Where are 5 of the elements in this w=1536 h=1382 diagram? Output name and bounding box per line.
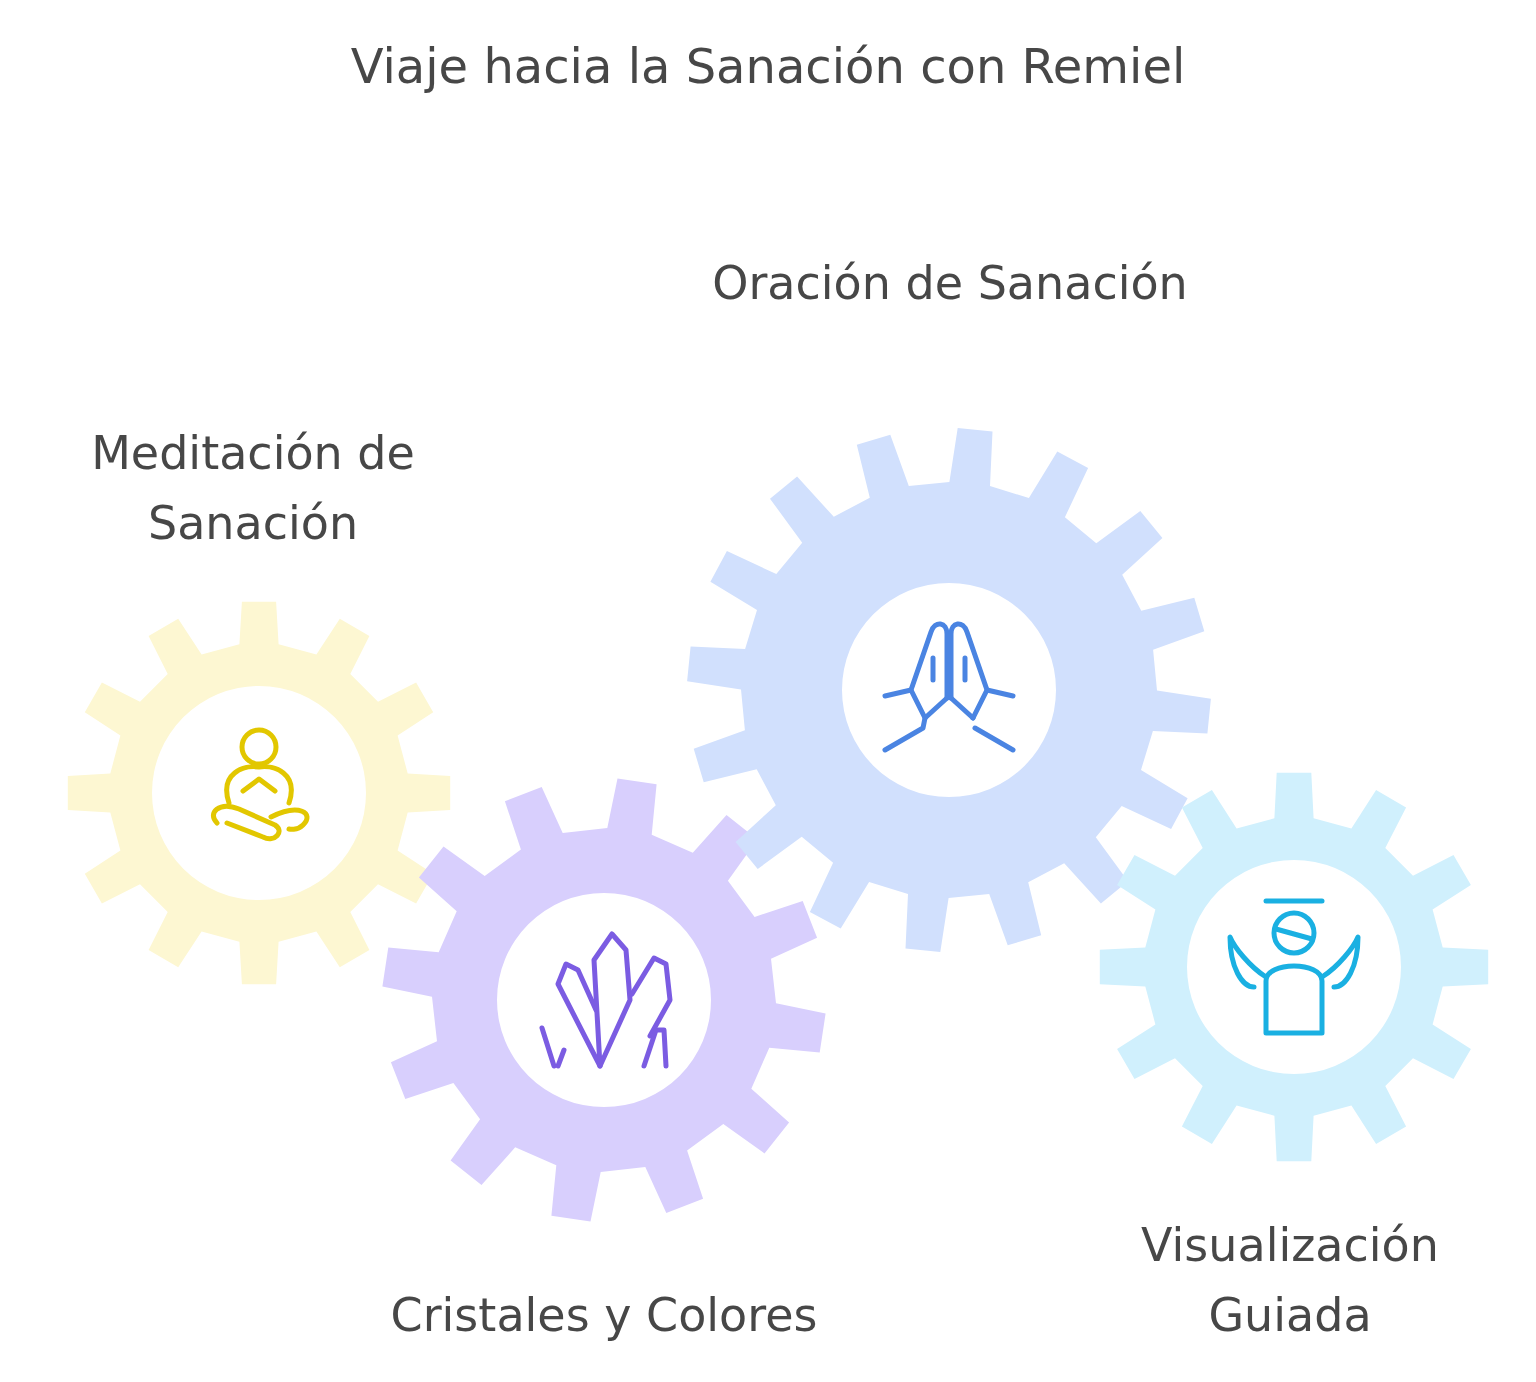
gear-label: Visualización Guiada: [1140, 1217, 1440, 1344]
gear-label: Cristales y Colores: [389, 1287, 819, 1344]
diagram-title: Viaje hacia la Sanación con Remiel: [349, 38, 1187, 94]
gear-label: Meditación de Sanación: [90, 425, 416, 552]
gear-label: Oración de Sanación: [711, 255, 1189, 312]
